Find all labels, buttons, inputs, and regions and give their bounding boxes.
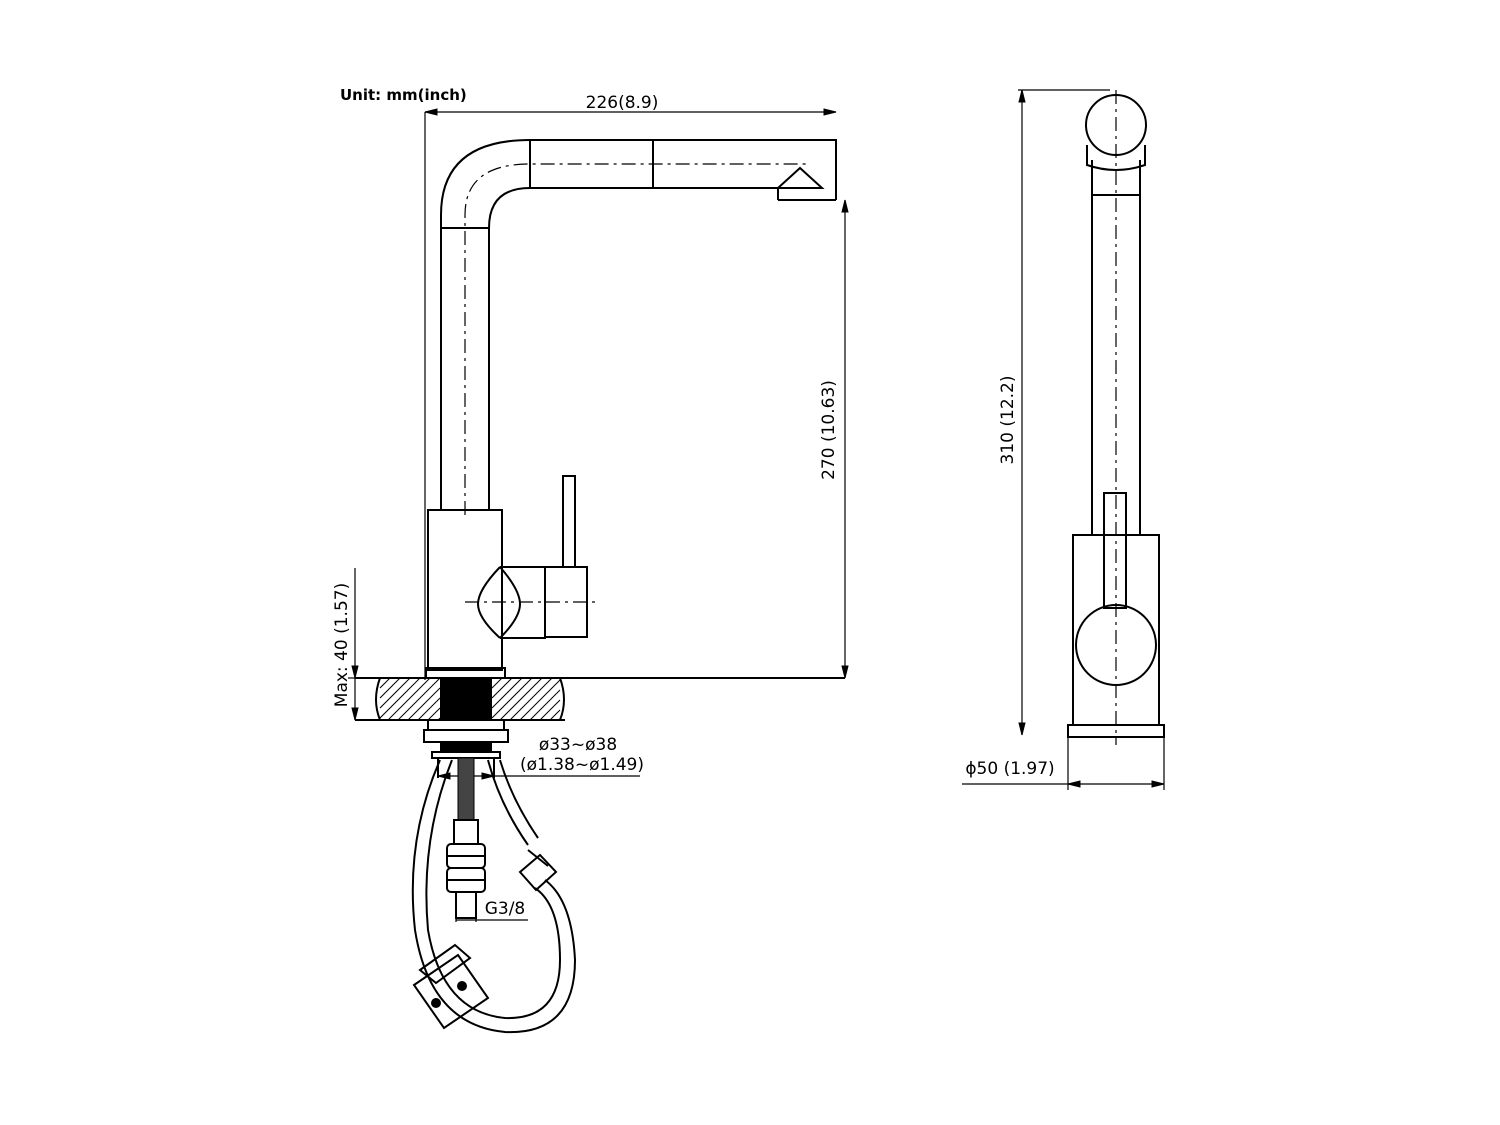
hatch-line (379, 677, 391, 689)
spout (440, 139, 837, 515)
hoses (411, 757, 577, 1034)
thread-dimension: G3/8 (455, 899, 528, 922)
countertop (355, 677, 845, 721)
faucet-body (425, 475, 600, 679)
hatch-left (379, 677, 441, 721)
deck-thickness-label: Max: 40 (1.57) (332, 583, 352, 707)
hatch-line (509, 677, 553, 721)
hatch-line (387, 677, 431, 721)
hatch-line (491, 677, 533, 719)
hole-diameter-mm: ø33~ø38 (539, 735, 617, 755)
hatch-line (491, 677, 513, 699)
total-height-dimension: 310 (12.2) (998, 89, 1110, 736)
thread-label: G3/8 (485, 899, 526, 919)
reach-label: 226(8.9) (586, 93, 659, 113)
hatch-line (379, 677, 411, 709)
unit-label: Unit: mm(inch) (340, 86, 467, 104)
hatch-right (491, 677, 561, 721)
base-diameter-dimension: ϕ50 (1.97) (962, 737, 1165, 790)
hatch-line (499, 677, 543, 721)
reach-dimension: 226(8.9) (424, 93, 837, 680)
front-view: Unit: mm(inch) 226(8.9) (332, 86, 849, 1034)
hatch-line (427, 707, 441, 721)
side-view: 310 (12.2) ϕ50 (1.97) (962, 89, 1165, 790)
hatch-line (379, 677, 421, 719)
hatch-line (519, 679, 561, 721)
deck-thickness-dimension: Max: 40 (1.57) (332, 568, 362, 721)
hole-diameter-dimension: ø33~ø38 (ø1.38~ø1.49) (437, 735, 644, 780)
mounting-nut (423, 719, 509, 778)
hatch-line (491, 677, 503, 689)
spout-height-label: 270 (10.63) (819, 380, 839, 480)
hatch-line (491, 677, 523, 709)
hatch-line (417, 697, 441, 721)
hatch-line (379, 677, 401, 699)
hatch-line (549, 709, 561, 721)
hatch-line (397, 677, 441, 721)
hole-diameter-in: (ø1.38~ø1.49) (520, 755, 644, 775)
hatch-line (539, 699, 561, 721)
hatch-line (407, 687, 441, 721)
total-height-label: 310 (12.2) (998, 376, 1018, 465)
spout-height-dimension: 270 (10.63) (819, 199, 849, 679)
hatch-line (529, 689, 561, 721)
base-diameter-label: ϕ50 (1.97) (965, 759, 1054, 779)
